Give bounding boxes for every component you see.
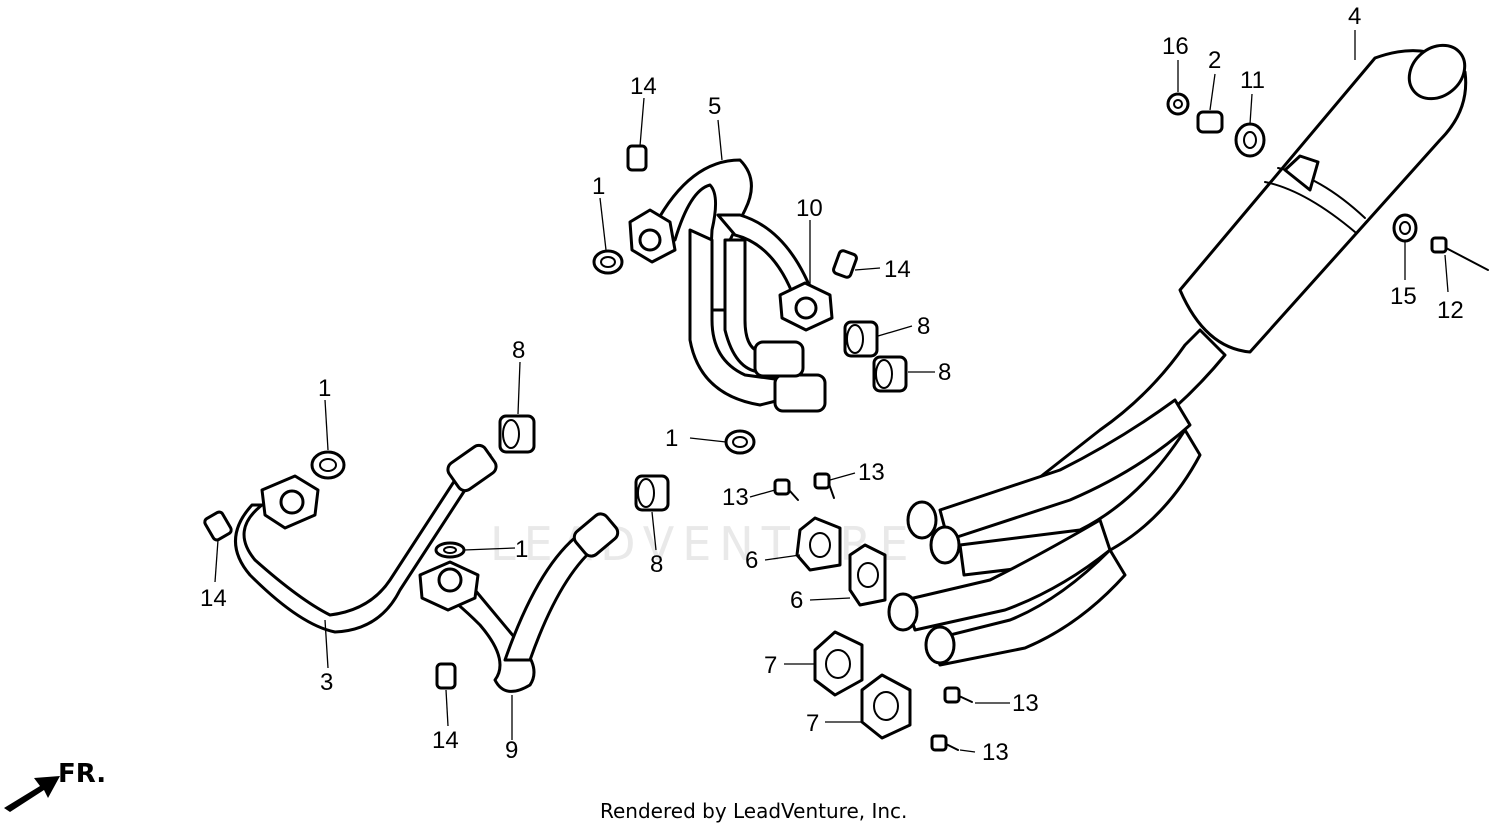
bolt-13d[interactable] [930, 734, 959, 752]
callout-1: 1 [515, 536, 528, 563]
exhaust-pipe-3[interactable] [234, 442, 499, 634]
flange-10[interactable] [778, 281, 834, 332]
callout-16: 16 [1162, 33, 1189, 60]
muffler[interactable] [1028, 34, 1475, 502]
clamp-6b[interactable] [848, 543, 887, 607]
collector-pipes[interactable] [887, 398, 1202, 667]
bolt-13a[interactable] [773, 478, 799, 501]
gasket-1-mid[interactable] [434, 541, 466, 559]
nut-16[interactable] [1166, 92, 1190, 116]
callout-4: 4 [1348, 3, 1361, 30]
front-direction-arrow-icon [4, 776, 60, 812]
callout-1: 1 [318, 375, 331, 402]
callout-6: 6 [745, 547, 758, 574]
callout-14: 14 [884, 256, 911, 283]
callout-14: 14 [630, 73, 657, 100]
callout-3: 3 [320, 669, 333, 696]
bolt-13c[interactable] [943, 686, 973, 704]
callout-8: 8 [512, 337, 525, 364]
clamp-7b[interactable] [860, 673, 912, 740]
gasket-1-right[interactable] [724, 429, 756, 455]
callout-14: 14 [432, 727, 459, 754]
callout-1: 1 [592, 173, 605, 200]
joint-collar-8c[interactable] [498, 414, 536, 454]
cap-nut-14c[interactable] [203, 510, 233, 542]
cap-nut-14a[interactable] [626, 144, 648, 172]
exhaust-pipe-9[interactable] [436, 511, 621, 693]
joint-collar-8d[interactable] [634, 474, 670, 512]
callout-8: 8 [938, 359, 951, 386]
callout-12: 12 [1437, 297, 1464, 324]
callout-1: 1 [665, 425, 678, 452]
flange-3[interactable] [260, 474, 320, 530]
joint-collar-8a[interactable] [843, 320, 879, 358]
callout-13: 13 [722, 484, 749, 511]
callout-8: 8 [917, 313, 930, 340]
flange-5[interactable] [628, 208, 677, 264]
grommet-11[interactable] [1234, 122, 1266, 158]
callout-10: 10 [796, 195, 823, 222]
bolt-12[interactable] [1430, 236, 1489, 271]
gasket-1-left[interactable] [310, 450, 346, 480]
callout-2: 2 [1208, 47, 1221, 74]
callout-7: 7 [764, 652, 777, 679]
callout-13: 13 [1012, 690, 1039, 717]
clamp-6a[interactable] [795, 516, 842, 572]
callout-14: 14 [200, 585, 227, 612]
washer-15[interactable] [1392, 213, 1418, 243]
leader-lines [214, 30, 1449, 753]
gasket-1-top[interactable] [592, 249, 624, 275]
callout-15: 15 [1390, 283, 1417, 310]
callout-6: 6 [790, 587, 803, 614]
cap-nut-14d[interactable] [435, 662, 457, 690]
callout-8: 8 [650, 551, 663, 578]
flange-9[interactable] [418, 560, 480, 612]
collar-2[interactable] [1196, 110, 1224, 134]
callout-11: 11 [1240, 67, 1265, 94]
callout-labels: 14 5 1 10 14 8 8 8 1 1 1 8 14 3 14 9 13 … [200, 3, 1464, 766]
joint-collar-8b[interactable] [872, 355, 908, 393]
footer-credit: Rendered by LeadVenture, Inc. [600, 799, 907, 823]
cap-nut-14b[interactable] [832, 249, 858, 279]
callout-13: 13 [858, 459, 885, 486]
callout-7: 7 [806, 710, 819, 737]
callout-9: 9 [505, 737, 518, 764]
bolt-13b[interactable] [813, 472, 835, 499]
callout-5: 5 [708, 93, 721, 120]
callout-13: 13 [982, 739, 1009, 766]
clamp-7a[interactable] [813, 630, 864, 697]
direction-label: FR. [58, 759, 106, 789]
